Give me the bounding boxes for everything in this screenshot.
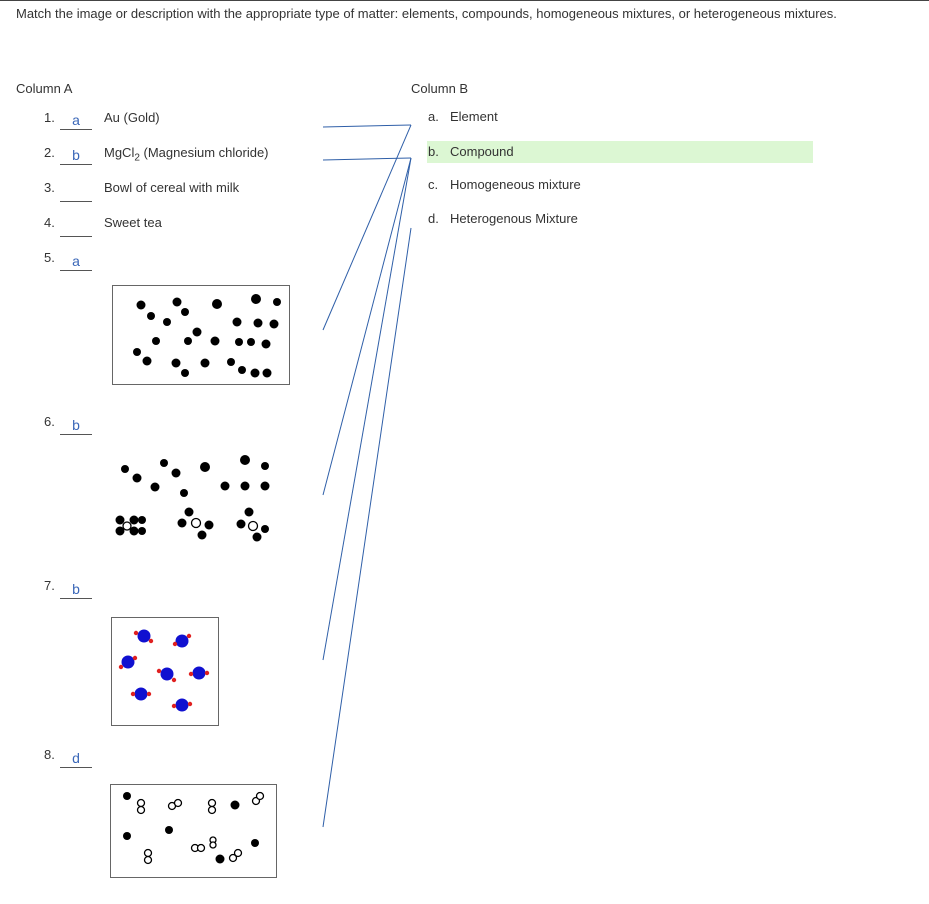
option-b[interactable]: b. Compound <box>427 141 813 163</box>
answer-field-8[interactable]: d <box>60 747 92 768</box>
question-number: 4. <box>44 215 55 230</box>
option-d[interactable]: d. Heterogenous Mixture <box>427 208 813 230</box>
connector-line-5 <box>322 124 412 331</box>
connector-line-6 <box>322 157 412 496</box>
question-number: 1. <box>44 110 55 125</box>
question-number: 8. <box>44 747 55 762</box>
option-label: Compound <box>450 144 514 159</box>
blue-red-molecules-image <box>118 629 210 712</box>
answer-field-2[interactable]: b <box>60 144 92 165</box>
question-number: 2. <box>44 145 55 160</box>
answer-field-1[interactable]: a <box>60 109 92 130</box>
option-letter: a. <box>428 109 439 124</box>
particle-diagram-6 <box>110 450 282 546</box>
mixed-atoms-molecules-image <box>123 791 265 865</box>
option-letter: b. <box>428 144 439 159</box>
option-label: Heterogenous Mixture <box>450 211 578 226</box>
question-text: Bowl of cereal with milk <box>104 180 240 195</box>
question-text: MgCl2 (Magnesium chloride) <box>104 145 269 164</box>
column-a-header: Column A <box>16 81 73 96</box>
question-text: Au (Gold) <box>104 110 160 125</box>
question-text: Sweet tea <box>104 215 162 230</box>
question-number: 5. <box>44 250 55 265</box>
connector-line-8 <box>322 227 412 828</box>
connector-line-1 <box>322 124 412 128</box>
connector-line-2 <box>322 157 412 161</box>
option-letter: c. <box>428 177 439 192</box>
column-b-header: Column B <box>411 81 469 96</box>
top-divider <box>0 0 929 1</box>
answer-field-7[interactable]: b <box>60 578 92 599</box>
particle-diagram-5 <box>112 285 290 385</box>
option-c[interactable]: c. Homogeneous mixture <box>427 174 813 196</box>
answer-field-6[interactable]: b <box>60 414 92 435</box>
option-a[interactable]: a. Element <box>427 106 813 128</box>
black-atoms-image <box>133 294 281 378</box>
atoms-and-clusters-image <box>115 455 270 542</box>
answer-field-4[interactable] <box>60 216 92 237</box>
connector-line-7 <box>322 157 412 661</box>
instruction-text: Match the image or description with the … <box>16 6 837 21</box>
question-number: 6. <box>44 414 55 429</box>
option-letter: d. <box>428 211 439 226</box>
particle-diagram-8 <box>110 784 277 878</box>
particle-diagram-7 <box>111 617 219 726</box>
question-number: 3. <box>44 180 55 195</box>
option-label: Element <box>450 109 498 124</box>
answer-field-3[interactable] <box>60 181 92 202</box>
answer-field-5[interactable]: a <box>60 250 92 271</box>
question-number: 7. <box>44 578 55 593</box>
option-label: Homogeneous mixture <box>450 177 581 192</box>
